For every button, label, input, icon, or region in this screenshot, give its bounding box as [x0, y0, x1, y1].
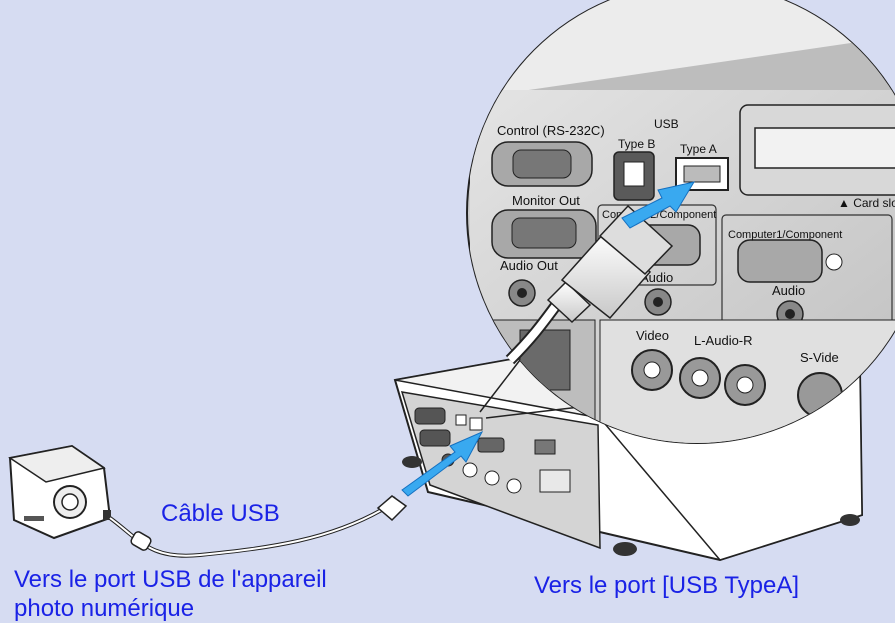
- label-monitor-out: Monitor Out: [512, 193, 580, 208]
- label-projector-port: Vers le port [USB TypeA]: [534, 572, 800, 599]
- arrow-icon: [621, 181, 696, 229]
- camera-icon: [8, 444, 112, 540]
- label-audio-1: Audio: [772, 283, 805, 298]
- usb-plug-icon: [505, 204, 674, 365]
- label-usb-cable: Câble USB: [161, 500, 280, 527]
- label-computer1: Computer1/Component: [728, 229, 842, 241]
- arrow-icon: [401, 430, 484, 497]
- label-type-b: Type B: [618, 137, 655, 151]
- label-video: Video: [636, 328, 669, 343]
- label-camera-port: Vers le port USB de l'appareil: [14, 566, 327, 593]
- label-camera-port-line2: photo numérique: [14, 595, 195, 622]
- label-card-slot: ▲ Card slot: [838, 196, 895, 210]
- label-l-audio-r: L-Audio-R: [694, 333, 753, 348]
- label-control: Control (RS-232C): [497, 123, 605, 138]
- label-s-video: S-Vide: [800, 350, 839, 365]
- label-type-a: Type A: [680, 142, 717, 156]
- connection-diagram: Control (RS-232C) USB Type B Type A Moni…: [8, 0, 895, 562]
- label-audio-out: Audio Out: [500, 258, 558, 273]
- label-usb: USB: [654, 117, 679, 131]
- usb-cable: [108, 495, 408, 558]
